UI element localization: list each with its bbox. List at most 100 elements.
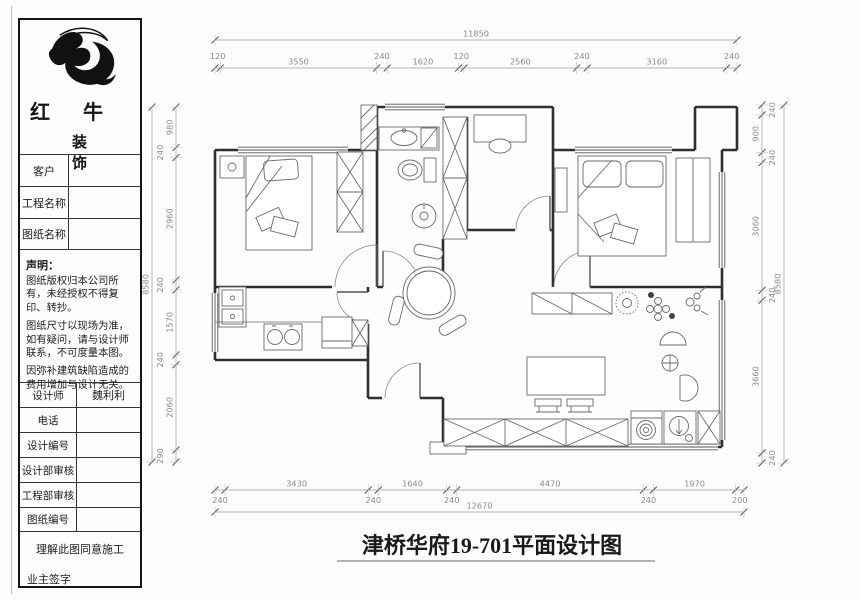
dining-set <box>388 243 467 336</box>
svg-text:240: 240 <box>767 287 777 303</box>
bedroom-2-closet <box>675 157 711 243</box>
svg-text:1620: 1620 <box>412 57 433 67</box>
disclaimer-p2: 图纸尺寸以现场为准，如有疑问，请与设计师联系，不可度量本图。 <box>26 321 129 359</box>
bedroom-1-wardrobe <box>336 151 364 233</box>
svg-text:2960: 2960 <box>165 208 175 229</box>
svg-text:3660: 3660 <box>751 366 761 387</box>
design-number-label: 设计编号 <box>20 433 77 457</box>
svg-text:8580: 8580 <box>141 274 151 295</box>
disclaimer-p1: 图纸版权归本公司所有，未经授权不得复印、转抄。 <box>26 276 119 314</box>
svg-text:12670: 12670 <box>466 501 492 511</box>
company-name-line2: 装 饰 <box>72 135 98 172</box>
entry-door <box>384 362 421 399</box>
svg-text:1640: 1640 <box>402 479 423 489</box>
titleblock-top-table: 客户 工程名称 图纸名称 <box>20 154 140 250</box>
company-name-line1: 红 牛 <box>30 102 117 124</box>
plan-title: 津桥华府19-701平面设计图 <box>362 533 622 558</box>
bath-window <box>385 103 445 111</box>
washing-machine <box>630 410 663 445</box>
svg-text:120: 120 <box>210 51 226 61</box>
svg-text:240: 240 <box>155 277 165 293</box>
study-furniture <box>442 114 527 240</box>
svg-text:11850: 11850 <box>463 29 489 39</box>
desk <box>473 114 527 154</box>
drawing-name-label: 图纸名称 <box>20 219 69 249</box>
bathroom-washing-machine <box>411 203 437 229</box>
designer-row: 设计师 魏利利 <box>20 382 140 407</box>
svg-text:290: 290 <box>155 448 165 464</box>
svg-text:2560: 2560 <box>510 57 531 67</box>
svg-text:240: 240 <box>444 495 460 505</box>
engineering-review-row: 工程部审核 <box>20 482 140 507</box>
svg-text:120: 120 <box>453 51 469 61</box>
design-number-row: 设计编号 <box>20 432 140 457</box>
svg-text:240: 240 <box>374 51 390 61</box>
svg-text:980: 980 <box>165 119 175 135</box>
svg-text:240: 240 <box>767 450 777 466</box>
svg-text:3430: 3430 <box>286 479 307 489</box>
svg-text:2060: 2060 <box>165 397 175 418</box>
living-furniture <box>526 286 709 413</box>
disclaimer: 声明： 图纸版权归本公司所有，未经授权不得复印、转抄。 图纸尺寸以现场为准，如有… <box>26 257 138 397</box>
hall-column <box>351 319 369 347</box>
project-name-label: 工程名称 <box>20 187 69 218</box>
svg-text:240: 240 <box>724 51 740 61</box>
engineering-review-label: 工程部审核 <box>20 483 77 507</box>
drawing-name-row: 图纸名称 <box>20 218 140 250</box>
svg-text:240: 240 <box>767 102 777 118</box>
svg-text:200: 200 <box>732 495 748 505</box>
plan-title-group: 津桥华府19-701平面设计图 <box>337 533 655 562</box>
svg-text:3550: 3550 <box>288 57 309 67</box>
svg-text:240: 240 <box>155 352 165 368</box>
svg-text:8580: 8580 <box>773 274 783 295</box>
title-block: 红 牛 装 饰 客户 工程名称 图纸名称 声明： 图纸版权归本公司所有，未经授权… <box>18 18 142 588</box>
stove <box>263 323 303 351</box>
disclaimer-p3: 因弥补建筑缺陷造成的费用增加与设计无关。 <box>26 366 129 391</box>
client-row: 客户 <box>20 154 140 186</box>
laundry-sink <box>663 410 697 445</box>
dimension-chains: 120 3550 240 1620 120 2560 240 3160 240 11850 240 3… <box>141 29 790 518</box>
svg-text:240: 240 <box>212 495 228 505</box>
phone-label: 电话 <box>20 408 77 432</box>
company-name: 红 牛 装 饰 <box>30 96 134 173</box>
svg-text:900: 900 <box>751 126 761 142</box>
svg-text:240: 240 <box>365 495 381 505</box>
balcony-cabinet <box>443 418 629 447</box>
study-door <box>515 195 551 231</box>
duct-hatch <box>360 104 378 151</box>
titleblock-bottom-table: 设计师 魏利利 电话 设计编号 设计部审核 工程部审核 图纸编号 <box>20 382 140 532</box>
toilet <box>397 157 437 183</box>
kitchen-window <box>211 293 219 352</box>
svg-text:240: 240 <box>574 51 590 61</box>
bedroom1-door <box>334 244 378 288</box>
bedroom-1-furniture <box>219 151 364 251</box>
bedroom1-window <box>238 146 348 154</box>
study-duct-wardrobe <box>442 116 468 240</box>
design-dept-review-label: 设计部审核 <box>20 458 77 482</box>
kitchen-furniture <box>215 286 369 351</box>
bull-swoosh-icon <box>48 27 116 86</box>
balcony-side-cabinet <box>697 410 721 445</box>
side-table <box>661 354 679 372</box>
drawing-number-row: 图纸编号 <box>20 507 140 532</box>
windows <box>211 103 726 451</box>
designer-label: 设计师 <box>20 383 77 407</box>
bedroom-2-furniture <box>554 155 711 257</box>
bedroom2-window <box>575 146 672 154</box>
company-logo <box>20 26 140 101</box>
armchair-1 <box>659 331 687 346</box>
svg-text:1970: 1970 <box>684 479 705 489</box>
designer-value: 魏利利 <box>92 390 125 402</box>
svg-text:3160: 3160 <box>646 57 667 67</box>
design-dept-review-row: 设计部审核 <box>20 457 140 482</box>
svg-text:240: 240 <box>767 150 777 166</box>
balcony-furniture <box>443 410 721 447</box>
bathroom-fixtures <box>378 126 440 229</box>
sheet-edge-line <box>11 6 12 594</box>
svg-text:4470: 4470 <box>540 479 561 489</box>
svg-text:240: 240 <box>641 495 657 505</box>
shoe-cabinet <box>531 292 613 315</box>
svg-text:1570: 1570 <box>165 312 175 333</box>
